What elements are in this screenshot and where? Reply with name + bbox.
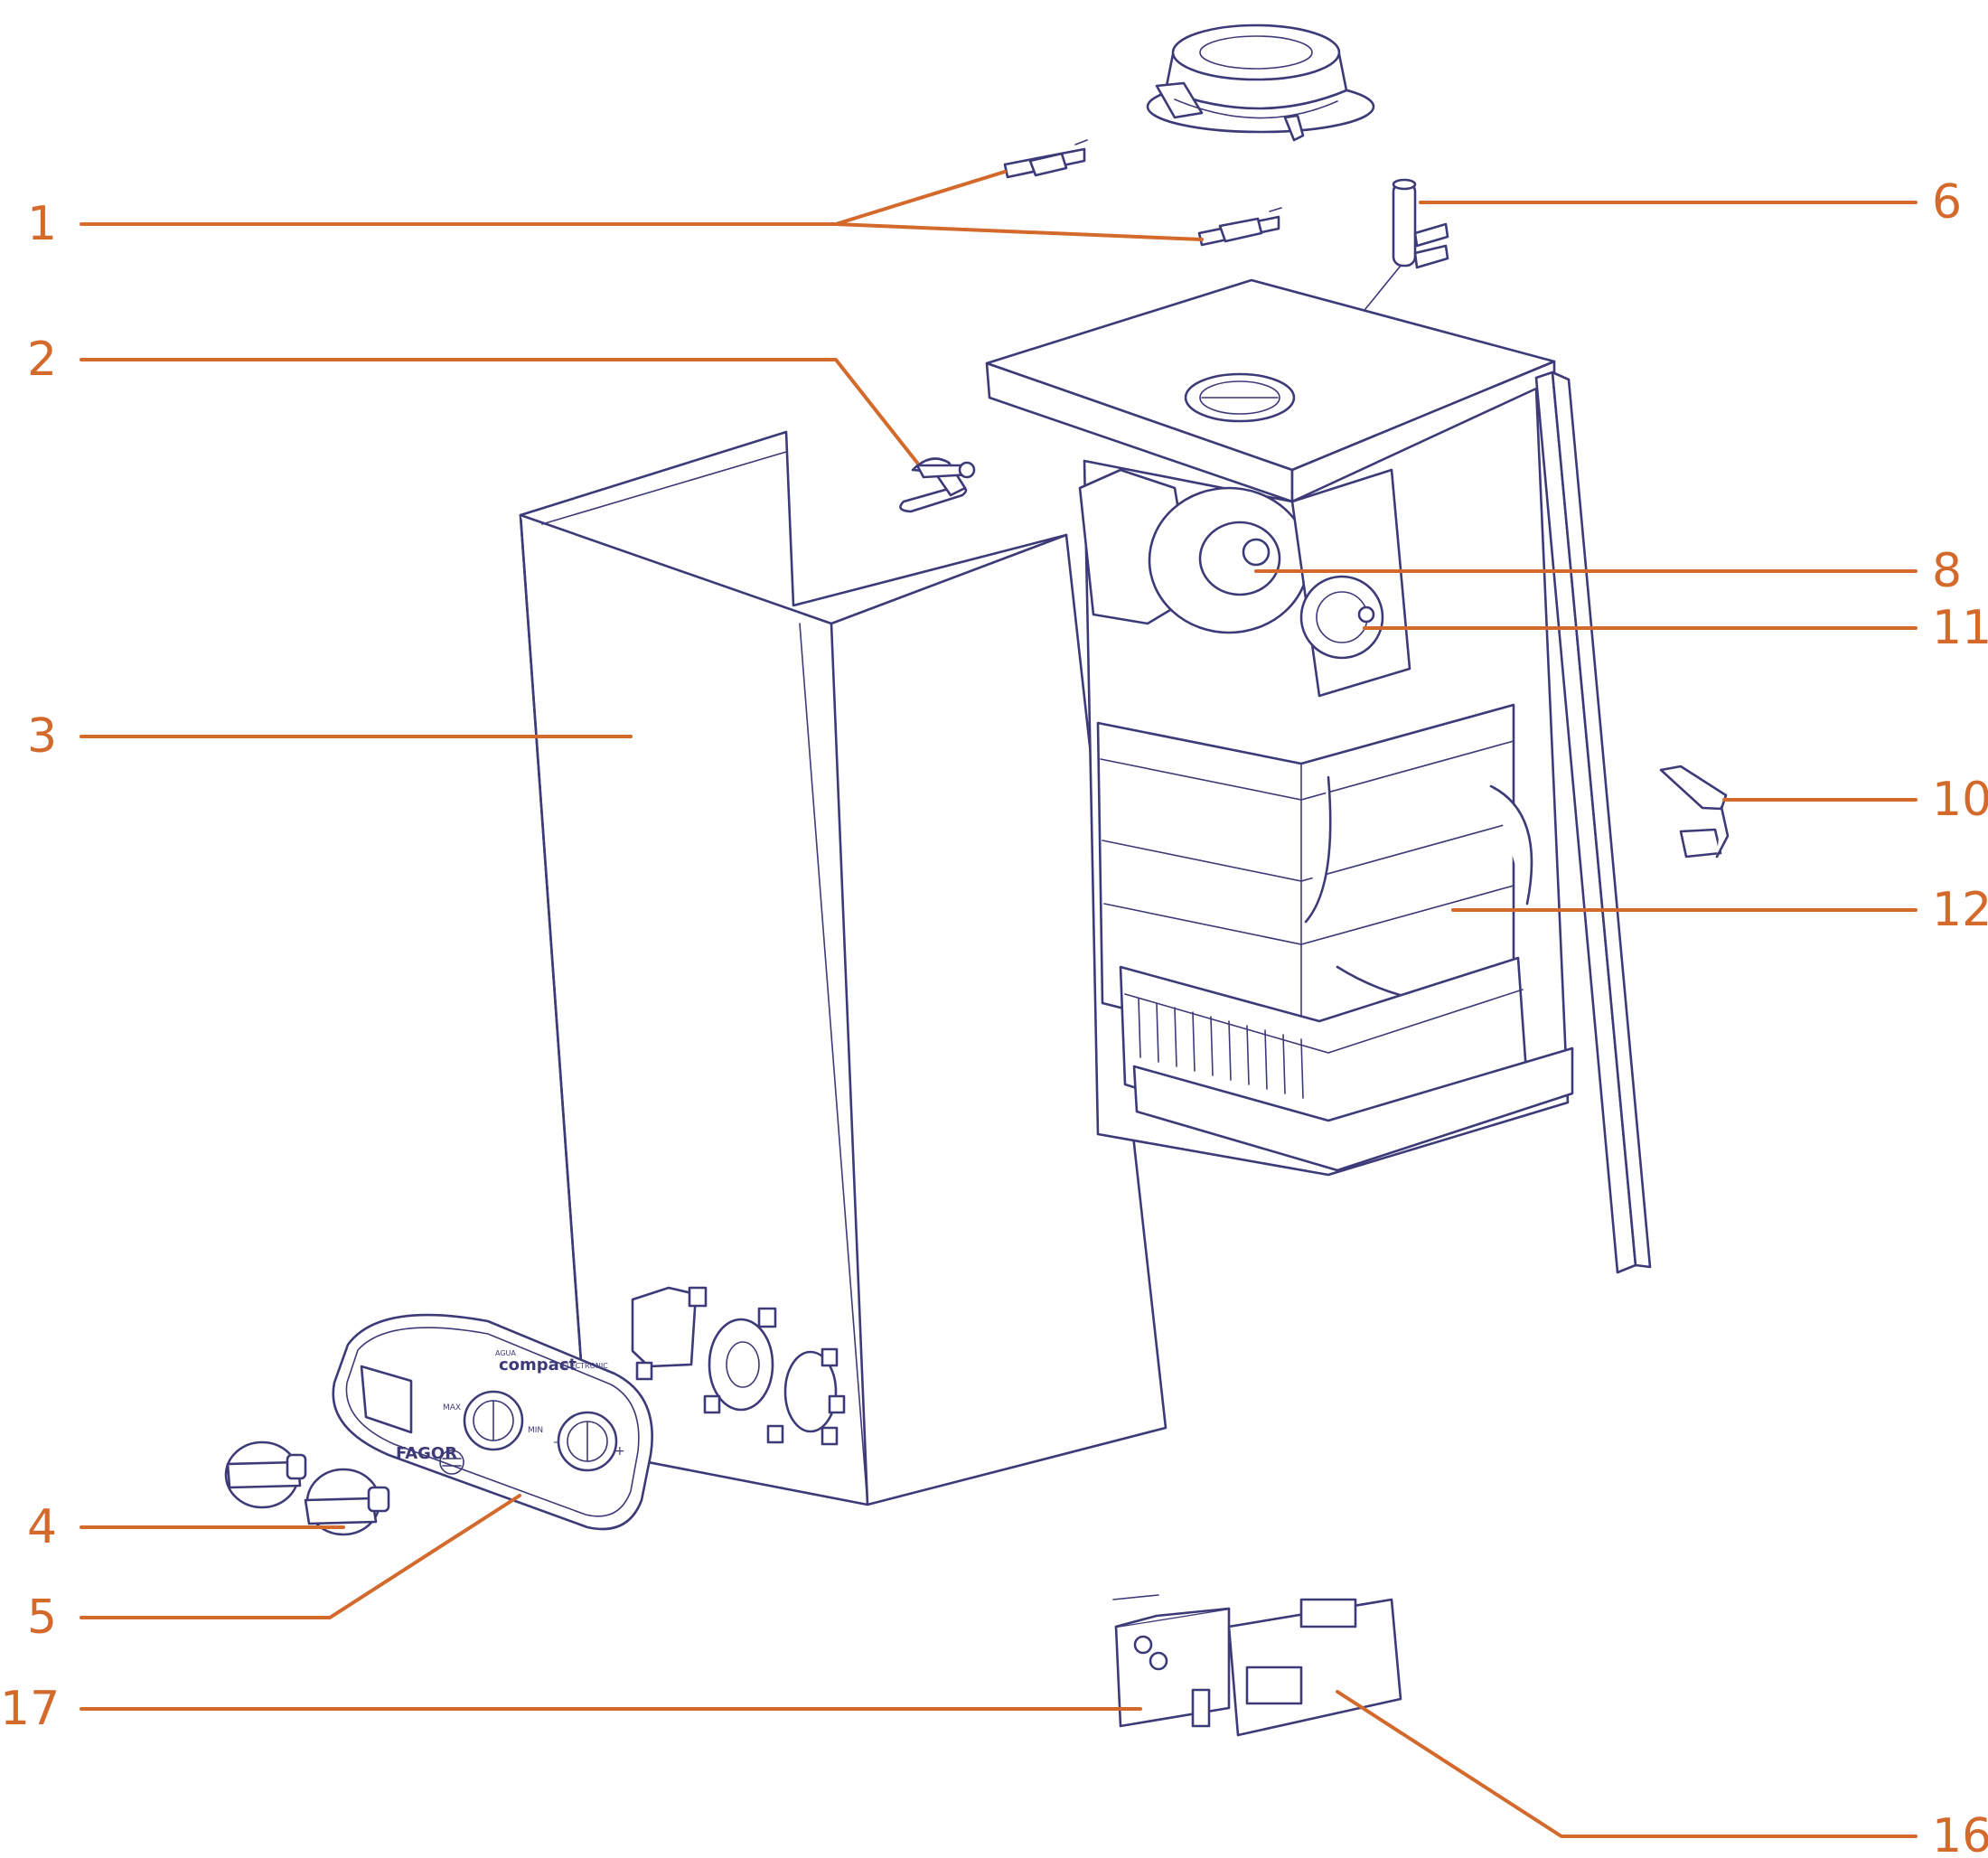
callout-labels: 1 2 3 4 5 6 8 10 11 12 16 17 (0, 175, 1988, 1858)
leader-line-16 (1336, 1690, 1918, 1838)
callout-label-6: 6 (1932, 175, 1962, 230)
hook-bracket-part (899, 457, 976, 513)
panel-max-label: MAX (443, 1403, 461, 1412)
callout-label-5: 5 (27, 1591, 57, 1645)
panel-model-label: compact (499, 1356, 577, 1375)
gas-valve-part (1112, 1594, 1402, 1737)
callout-label-8: 8 (1932, 544, 1962, 598)
callout-label-12: 12 (1932, 883, 1988, 937)
callout-label-17: 17 (0, 1682, 60, 1736)
panel-plus-label: + (614, 1444, 625, 1459)
leader-lines (80, 170, 1918, 1838)
leader-line-5 (80, 1494, 521, 1619)
knob-part-left (224, 1440, 307, 1509)
panel-model-prefix: AGUA (495, 1349, 516, 1357)
knob-part-right (304, 1468, 390, 1536)
side-hook-part (1659, 765, 1730, 859)
callout-label-3: 3 (27, 709, 57, 764)
panel-minus-label: – (553, 1435, 559, 1450)
panel-min-label: MIN (528, 1426, 543, 1435)
front-casing-part (519, 430, 1167, 1506)
callout-label-4: 4 (27, 1500, 57, 1554)
callout-label-16: 16 (1932, 1809, 1988, 1858)
flue-hood-part (1146, 23, 1375, 142)
callout-label-11: 11 (1932, 601, 1988, 655)
panel-brand-label: FAGOR (396, 1444, 457, 1463)
latch-part-upper (1003, 139, 1088, 179)
callout-label-2: 2 (27, 333, 57, 387)
latch-part-lower (1197, 207, 1282, 247)
callout-label-1: 1 (27, 197, 57, 251)
panel-model-sub: ELECTRONIC (562, 1362, 608, 1370)
leader-line-1 (80, 170, 1204, 241)
control-panel-part: FAGOR compact AGUA ELECTRONIC MAX MIN – … (332, 1313, 653, 1531)
heater-body-part (985, 278, 1652, 1274)
leader-line-2 (80, 358, 919, 464)
callout-label-10: 10 (1932, 773, 1988, 827)
